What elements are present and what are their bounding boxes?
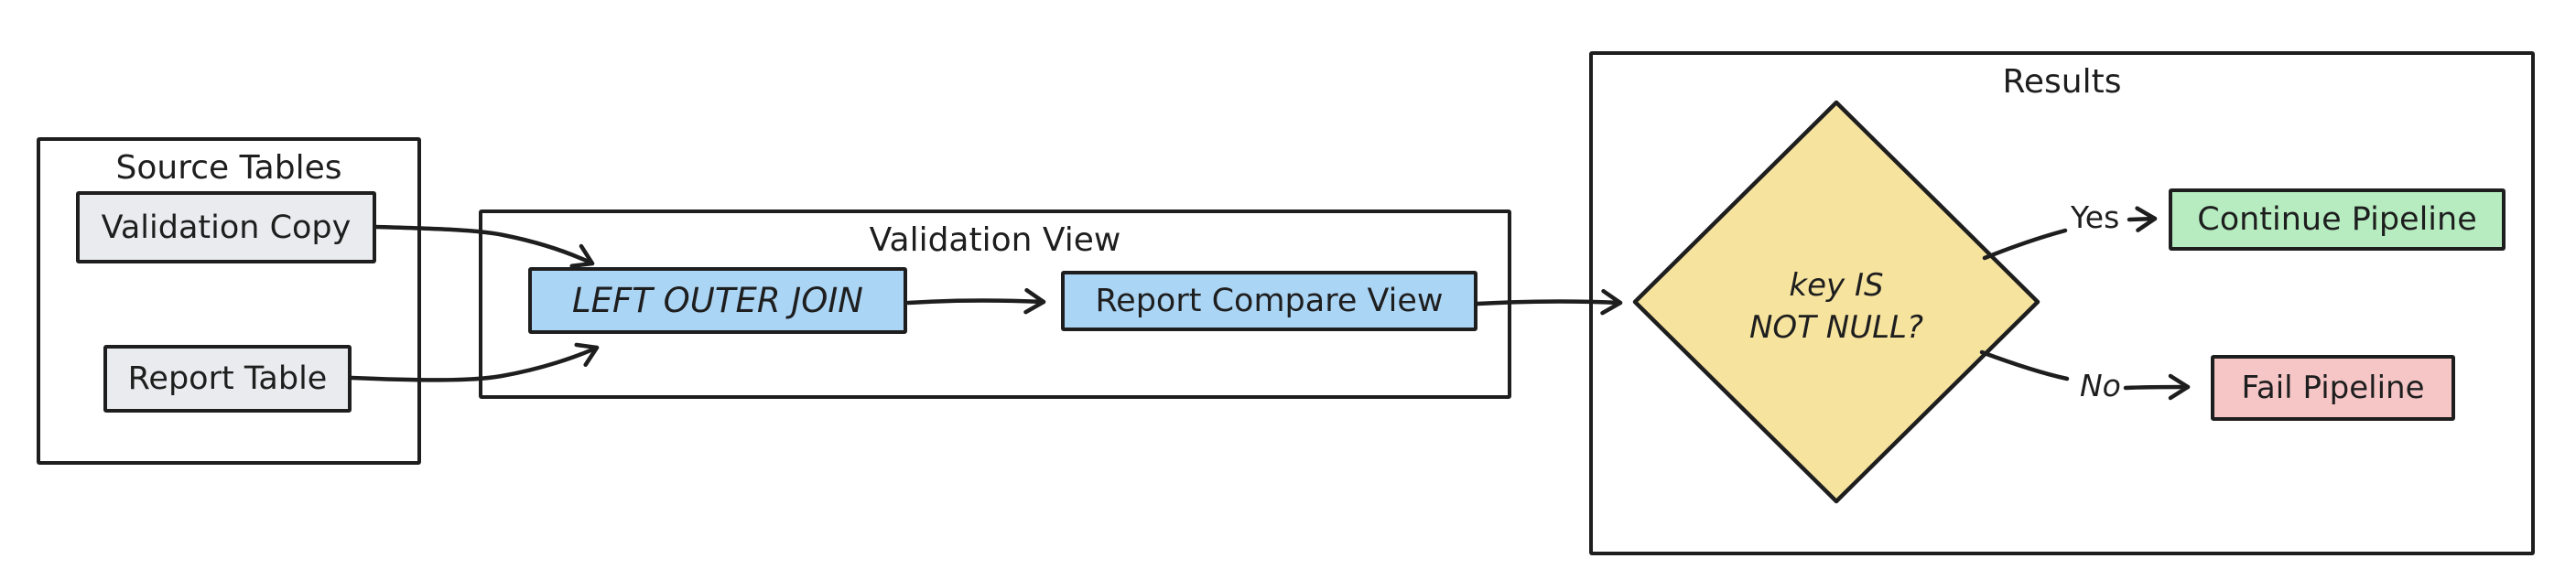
node-left-outer-join-label: LEFT OUTER JOIN [572, 281, 863, 320]
group-title-results: Results [2002, 63, 2122, 101]
edge-label-yes: Yes [2071, 199, 2120, 235]
node-report-table-label: Report Table [127, 360, 328, 397]
node-validation-copy-label: Validation Copy [101, 209, 352, 246]
decision-label-line2: NOT NULL? [1748, 308, 1924, 346]
group-title-source-tables: Source Tables [115, 149, 342, 187]
edge-label-no: No [2080, 368, 2121, 403]
node-continue-pipeline: Continue Pipeline [2169, 188, 2506, 251]
decision-label-line1: key IS [1789, 267, 1884, 304]
node-fail-pipeline-label: Fail Pipeline [2241, 370, 2425, 406]
node-continue-pipeline-label: Continue Pipeline [2197, 201, 2477, 238]
node-validation-copy: Validation Copy [76, 191, 376, 263]
node-report-table: Report Table [103, 345, 352, 413]
node-report-compare-view: Report Compare View [1061, 271, 1477, 331]
group-source-tables: Source Tables [37, 137, 421, 465]
group-title-validation-view: Validation View [869, 221, 1121, 259]
node-fail-pipeline: Fail Pipeline [2211, 355, 2455, 421]
node-left-outer-join: LEFT OUTER JOIN [528, 267, 907, 334]
decision-label: key IS NOT NULL? [1717, 265, 1955, 349]
node-report-compare-view-label: Report Compare View [1095, 283, 1444, 319]
